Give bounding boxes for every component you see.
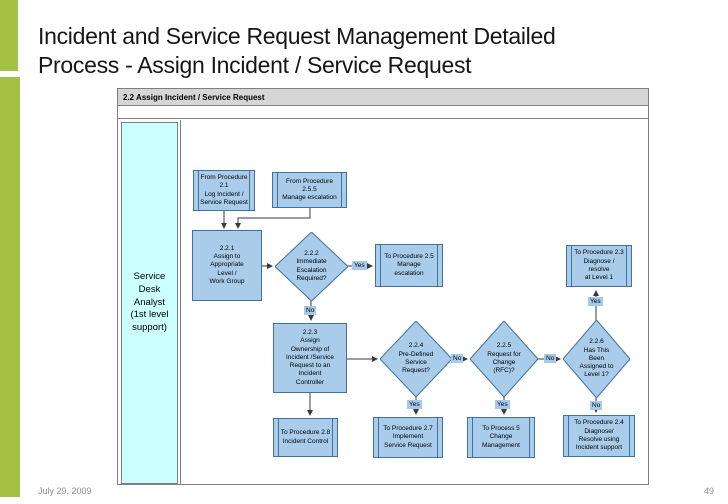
node-label: 2.2.5 Request for Change (RFC)?	[487, 342, 521, 375]
branch-label-no: No	[304, 306, 317, 315]
footer-page-number: 49	[703, 486, 714, 496]
swimlane-role-cell: Service Desk Analyst (1st level support)	[121, 122, 178, 484]
node-process-2-2-1: 2.2.1 Assign to Appropriate Level / Work…	[192, 230, 262, 301]
node-to-process-5: To Process 5 Change Management	[467, 417, 535, 458]
node-decision-2-2-2: 2.2.2 Immediate Escalation Required?	[275, 232, 348, 301]
diamond-shape-icon	[380, 321, 452, 397]
role-line: support)	[132, 322, 167, 334]
swimlane-divider	[180, 120, 181, 484]
branch-label-yes: Yes	[495, 400, 510, 409]
role-line: (1st level	[130, 309, 169, 321]
diamond-shape-icon	[275, 232, 348, 301]
diamond-shape-icon	[563, 320, 630, 398]
role-line: Service	[133, 270, 166, 282]
node-label: To Procedure 2.4 Diagnose/ Resolve using…	[574, 419, 624, 452]
flowchart-body: Service Desk Analyst (1st level support)	[118, 120, 648, 484]
page-title: Incident and Service Request Management …	[38, 23, 556, 79]
flowchart-spacer-band	[118, 106, 648, 119]
role-line: Analyst	[133, 296, 166, 308]
node-to-procedure-2-8: To Procedure 2.8 Incident Control	[273, 418, 338, 457]
branch-label-yes: Yes	[407, 400, 422, 409]
node-to-procedure-2-3: To Procedure 2.3 Diagnose / resolve at L…	[566, 245, 632, 287]
node-label: From Procedure 2.1 Log Incident / Servic…	[200, 173, 248, 206]
node-decision-2-2-6: 2.2.6 Has This Been Assigned to Level 1?	[563, 320, 630, 398]
node-decision-2-2-4: 2.2.4 Pre-Defined Service Request?	[380, 321, 452, 397]
node-process-2-2-3: 2.2.3 Assign Ownership of Incident /Serv…	[273, 323, 347, 393]
node-to-procedure-2-7: To Procedure 2.7 Implement Service Reque…	[373, 417, 443, 458]
node-label: To Procedure 2.5 Manage escalation	[384, 253, 434, 277]
accent-bar-main	[0, 77, 20, 497]
branch-label-yes: Yes	[588, 297, 603, 306]
role-line: Desk	[138, 283, 161, 295]
footer-date: July 29, 2009	[38, 486, 92, 496]
node-from-procedure-2-1: From Procedure 2.1 Log Incident / Servic…	[193, 170, 255, 211]
branch-label-no: No	[590, 401, 603, 410]
node-label: To Process 5 Change Management	[482, 425, 520, 449]
node-label: To Procedure 2.7 Implement Service Reque…	[383, 425, 433, 449]
node-from-procedure-2-5-5: From Procedure 2.5.5 Manage escalation	[272, 172, 347, 208]
diamond-shape-icon	[470, 321, 538, 397]
node-label: From Procedure 2.5.5 Manage escalation	[282, 177, 337, 202]
accent-bar-top	[0, 0, 18, 71]
branch-label-no: No	[544, 354, 557, 363]
node-label: To Procedure 2.3 Diagnose / resolve at L…	[574, 249, 624, 282]
branch-label-yes: Yes	[352, 261, 367, 270]
branch-label-no: No	[451, 354, 464, 363]
node-label: 2.2.1 Assign to Appropriate Level / Work…	[209, 244, 245, 285]
node-to-procedure-2-5: To Procedure 2.5 Manage escalation	[375, 244, 443, 287]
node-label: 2.2.4 Pre-Defined Service Request?	[398, 342, 434, 375]
node-label: 2.2.2 Immediate Escalation Required?	[296, 249, 327, 282]
node-label: 2.2.3 Assign Ownership of Incident /Serv…	[285, 328, 335, 386]
node-to-procedure-2-4: To Procedure 2.4 Diagnose/ Resolve using…	[563, 415, 635, 457]
node-decision-2-2-5: 2.2.5 Request for Change (RFC)?	[470, 321, 538, 397]
node-label: To Procedure 2.8 Incident Control	[280, 429, 331, 445]
flowchart-header: 2.2 Assign Incident / Service Request	[118, 89, 648, 106]
node-label: 2.2.6 Has This Been Assigned to Level 1?	[579, 338, 614, 379]
